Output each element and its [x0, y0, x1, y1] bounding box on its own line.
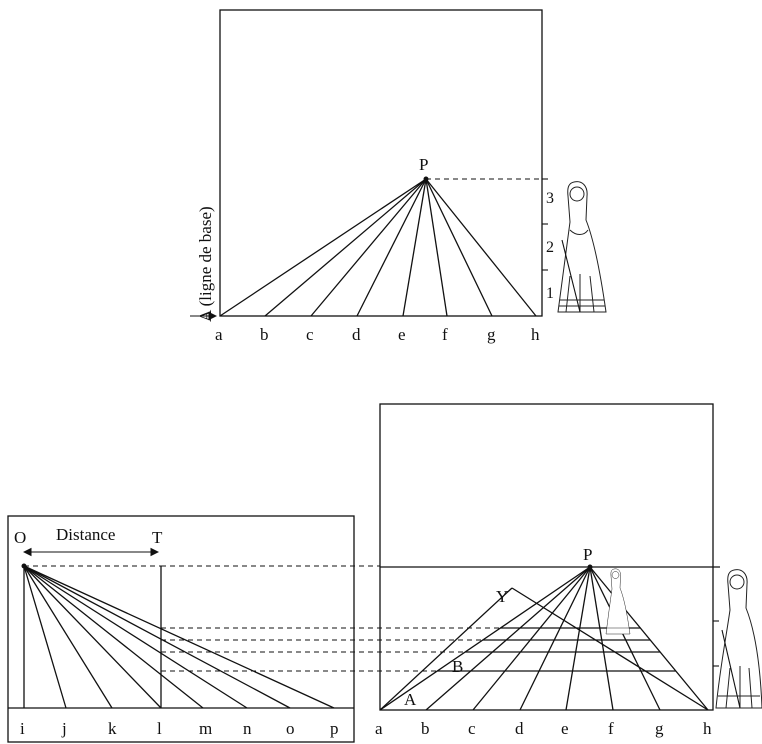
- left-base-letter: m: [199, 719, 212, 738]
- left-base-letter: k: [108, 719, 117, 738]
- top-base-letter: a: [215, 325, 223, 344]
- top-base-letter: b: [260, 325, 269, 344]
- left-ray-l: [23, 565, 162, 709]
- right-ray-f: [589, 566, 614, 711]
- diagonal-line-ay: [379, 587, 513, 711]
- top-ray-b: [264, 178, 427, 317]
- top-ray-g: [425, 178, 493, 317]
- top-picture-frame: [219, 9, 543, 317]
- left-base-letter: p: [330, 719, 339, 738]
- left-ray-o: [23, 565, 291, 709]
- right-ray-g: [589, 566, 661, 711]
- left-ray-n: [23, 565, 248, 709]
- right-ray-b: [425, 566, 591, 711]
- eye-point: [21, 563, 27, 569]
- large-woman-figure-icon: [715, 569, 762, 709]
- top-ray-d: [356, 178, 427, 317]
- right-ray-a: [379, 566, 591, 711]
- top-base-letter: f: [442, 325, 448, 344]
- left-base-letter: j: [61, 719, 67, 738]
- bottom-left-panel: O T Distance i j k l m n o p: [7, 515, 355, 743]
- picture-plane-label: T: [152, 528, 163, 547]
- right-base-letter: b: [421, 719, 430, 738]
- left-rays: [23, 565, 335, 709]
- right-ray-h: [589, 566, 709, 711]
- top-base-letters: a b c d e f g h: [215, 325, 540, 344]
- top-ray-a: [219, 178, 427, 317]
- right-ray-d: [519, 566, 591, 711]
- right-base-letters: a b c d e f g h: [375, 719, 712, 738]
- distance-frame: [7, 515, 355, 743]
- top-base-letter: e: [398, 325, 406, 344]
- top-panel: P 1 2 3 a b c d e f g h A (ligne de base): [190, 9, 607, 344]
- right-rays: [379, 566, 709, 711]
- left-ray-m: [23, 565, 204, 709]
- diagonal-line-yh: [511, 587, 709, 711]
- point-a-label: A: [404, 690, 417, 709]
- right-base-letter: a: [375, 719, 383, 738]
- left-ray-p: [23, 565, 335, 709]
- right-base-letter: f: [608, 719, 614, 738]
- bottom-right-panel: P Y A B a b c d e f g h: [375, 403, 762, 738]
- right-picture-frame: [379, 403, 714, 711]
- top-rays: [219, 178, 537, 317]
- left-ray-j: [23, 565, 67, 709]
- top-vanishing-point: [423, 176, 429, 182]
- right-base-letter: g: [655, 719, 664, 738]
- diagonal-y-label: Y: [496, 587, 508, 606]
- left-base-letter: i: [20, 719, 25, 738]
- point-b-label: B: [452, 657, 463, 676]
- top-height-label-1: 1: [546, 285, 554, 302]
- left-base-letter: o: [286, 719, 295, 738]
- left-base-letter: n: [243, 719, 252, 738]
- right-base-letter: c: [468, 719, 476, 738]
- top-ray-f: [425, 178, 448, 317]
- top-base-letter: c: [306, 325, 314, 344]
- top-base-letter: g: [487, 325, 496, 344]
- left-base-letters: i j k l m n o p: [20, 719, 339, 738]
- right-ray-c: [472, 566, 591, 711]
- top-ray-c: [310, 178, 427, 317]
- distance-label: Distance: [56, 525, 115, 544]
- top-height-label-2: 2: [546, 239, 554, 256]
- left-ray-k: [23, 565, 113, 709]
- left-base-letter: l: [157, 719, 162, 738]
- eye-label: O: [14, 528, 26, 547]
- base-line-label: A (ligne de base): [196, 206, 215, 322]
- transfer-dashed-lines: [161, 565, 620, 672]
- top-base-letter: h: [531, 325, 540, 344]
- top-base-letter: d: [352, 325, 361, 344]
- right-base-letter: h: [703, 719, 712, 738]
- small-woman-figure-icon: [605, 568, 631, 635]
- right-base-letter: d: [515, 719, 524, 738]
- top-height-label-3: 3: [546, 190, 554, 207]
- top-ray-e: [402, 178, 427, 317]
- right-ray-e: [565, 566, 591, 711]
- right-vanishing-label: P: [583, 545, 592, 564]
- right-base-letter: e: [561, 719, 569, 738]
- woman-figure-icon: [557, 181, 607, 313]
- top-vanishing-label: P: [419, 155, 428, 174]
- right-vanishing-point: [587, 564, 593, 570]
- top-ray-h: [425, 178, 537, 317]
